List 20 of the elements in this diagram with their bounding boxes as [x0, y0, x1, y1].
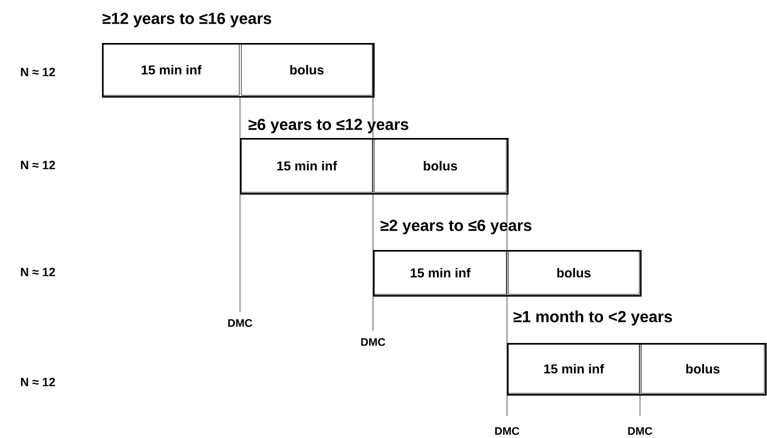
cell: bolus: [641, 344, 764, 394]
cell: 15 min inf: [374, 251, 506, 294]
dmc-label: DMC: [228, 319, 252, 327]
cell: 15 min inf: [103, 44, 240, 96]
dmc-label: DMC: [495, 427, 520, 435]
dmc-label: DMC: [628, 427, 652, 435]
cell: 15 min inf: [241, 139, 372, 192]
node-label: ≥2 years to ≤6 years: [380, 220, 532, 234]
group-size-label: N ≈ 12: [21, 378, 55, 386]
node-label: ≥1 month to <2 years: [514, 310, 672, 326]
cell: 15 min inf: [508, 344, 640, 394]
cell: bolus: [508, 251, 640, 294]
dmc-label: DMC: [361, 338, 386, 346]
group-size-label: N ≈ 12: [21, 268, 55, 276]
group-size-label: N ≈ 12: [21, 68, 55, 76]
cell: bolus: [374, 139, 506, 192]
cell: bolus: [241, 44, 372, 96]
node-label: ≥6 years to ≤12 years: [248, 118, 408, 134]
group-size-label: N ≈ 12: [21, 160, 55, 170]
node-label: ≥12 years to ≤16 years: [102, 12, 272, 28]
